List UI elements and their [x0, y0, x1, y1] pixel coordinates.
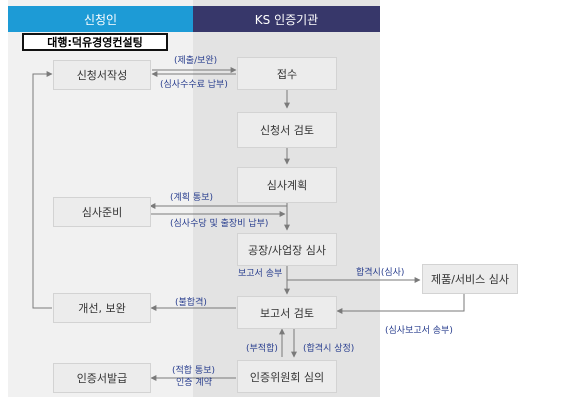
label-nonconform: (불합격): [175, 298, 207, 308]
factory-audit-box: 공장/사업장 심사: [237, 233, 337, 266]
label-submit-supplement: (제출/보완): [174, 56, 218, 66]
institution-header: KS 인증기관: [193, 6, 380, 32]
audit-prepare-box: 심사준비: [53, 197, 151, 227]
product-service-audit-box: 제품/서비스 심사: [422, 264, 518, 294]
arrow-loop-back: [32, 71, 53, 309]
receipt-box: 접수: [237, 57, 337, 90]
label-audit-fee-pay: (심사수수료 납부): [160, 80, 228, 90]
label-unsuitable: (부적합): [246, 344, 278, 354]
audit-plan-box: 심사계획: [237, 167, 337, 203]
label-plan-notice: (계획 통보): [170, 193, 214, 203]
label-expense-pay: (심사수당 및 출장비 납부): [170, 219, 269, 229]
report-review-box: 보고서 검토: [237, 296, 337, 329]
agent-stamp: 대행:덕유경영컨설팅: [22, 33, 168, 51]
committee-review-box: 인증위원회 심의: [237, 360, 337, 393]
label-report-send: 보고서 송부: [238, 269, 283, 279]
arrow-product-report: [336, 294, 465, 314]
label-on-pass-submit: (합격시 상정): [303, 344, 355, 354]
improvement-box: 개선, 보완: [53, 293, 151, 323]
label-audit-report-send: (심사보고서 송부): [385, 326, 453, 336]
application-write-box: 신청서작성: [53, 60, 151, 90]
cert-issue-box: 인증서발급: [53, 363, 151, 393]
label-cert-contract: 인증 계약: [176, 378, 212, 388]
application-review-box: 신청서 검토: [237, 112, 337, 148]
label-on-pass: 합격시(심사): [356, 268, 405, 278]
label-suitable-notice: (적합 통보): [172, 366, 216, 376]
applicant-header: 신청인: [8, 6, 193, 32]
